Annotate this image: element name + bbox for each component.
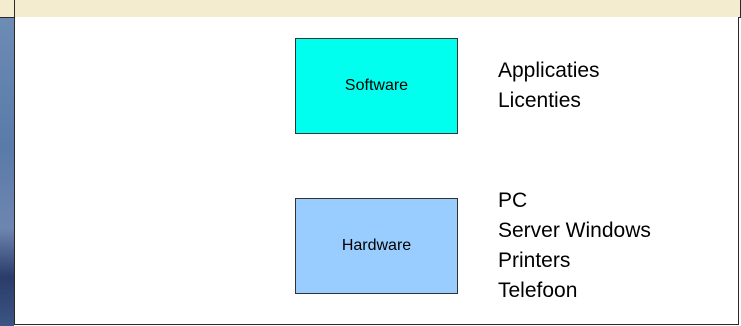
header-band-frame bbox=[14, 0, 741, 17]
hardware-box: Hardware bbox=[295, 198, 458, 294]
software-item-list: Applicaties Licenties bbox=[498, 56, 600, 116]
header-band bbox=[0, 0, 741, 18]
list-item: Licenties bbox=[498, 89, 581, 112]
list-item: Server Windows bbox=[498, 219, 651, 242]
list-item: Applicaties bbox=[498, 59, 600, 82]
list-item: PC bbox=[498, 189, 528, 212]
software-label: Software bbox=[344, 77, 409, 94]
list-item: Telefoon bbox=[498, 279, 578, 302]
background-image-strip bbox=[0, 0, 14, 326]
list-item: Printers bbox=[498, 249, 571, 272]
software-box: Software bbox=[295, 38, 458, 134]
hardware-item-list: PC Server Windows Printers Telefoon bbox=[498, 186, 651, 306]
hardware-label: Hardware bbox=[341, 237, 412, 254]
